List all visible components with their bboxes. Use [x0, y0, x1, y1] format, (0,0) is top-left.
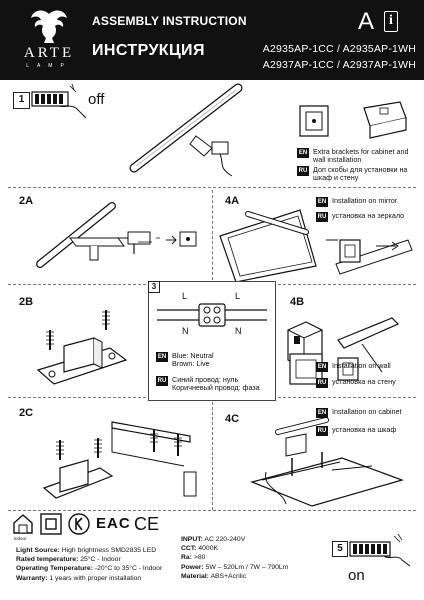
divider-3-left [8, 397, 146, 398]
title-en: ASSEMBLY INSTRUCTION [92, 14, 247, 28]
step-4a-label: 4A [225, 195, 240, 207]
spec-material: Material: ABS+Acrilic [181, 572, 247, 580]
wall-note-en: EN Installation on wall [316, 361, 391, 372]
extra-brackets-image [299, 101, 407, 139]
logo-wordmark: ARTE [23, 45, 75, 61]
off-label: off [88, 91, 105, 108]
step-2b-label: 2B [19, 296, 34, 308]
brackets-note-en: EN Extra brackets for cabinet and wall i… [297, 147, 409, 165]
cabinet-note-ru: RU установка на шкаф [316, 425, 397, 436]
divider-4 [8, 510, 416, 511]
spec-light-source: Light Source: High brightness SMD2835 LE… [16, 547, 157, 554]
wiring-note-ru: RU Синий провод: нуль Коричневый провод:… [156, 375, 260, 393]
indoor-label: indoor [14, 536, 27, 541]
griffin-icon [31, 10, 67, 43]
wire-N-right: N [235, 326, 242, 336]
logo-subtitle: LAMP [26, 63, 72, 69]
mirror-note-ru: RU установка на зеркало [316, 211, 405, 222]
divider-2-right [278, 284, 416, 285]
step-4b-label: 4B [290, 296, 305, 308]
wiring-box: 3 L L N N EN Blue: Neutral Brown: Live R… [148, 281, 276, 401]
divider-3-right [278, 397, 416, 398]
wiring-note-en: EN Blue: Neutral Brown: Live [156, 351, 214, 369]
step-2a-image [36, 202, 197, 268]
indoor-icon [13, 514, 33, 534]
spec-rated-temp: Rated temperature: 25°C - Indoor [16, 556, 121, 564]
divider-2-left [8, 284, 146, 285]
spec-operating-temp: Operating Temperature: -20°C to 35°C - I… [16, 565, 163, 573]
wire-L-left: L [182, 291, 188, 301]
lang-badge-ru: RU [297, 166, 309, 176]
step-2a-label: 2A [19, 195, 34, 207]
k-certification-icon [68, 513, 90, 535]
specs-right: INPUT: AC 220-240V CCT: 4000K Ra: >80 Po… [181, 535, 288, 581]
arte-logo: ARTE LAMP [14, 8, 84, 74]
eac-icon: EAC [96, 515, 131, 532]
divider-1 [8, 187, 416, 188]
wire-L-right: L [235, 291, 241, 301]
step-3-number: 3 [148, 281, 160, 293]
header: ARTE LAMP ASSEMBLY INSTRUCTION ИНСТРУКЦИ… [0, 0, 424, 80]
lamp-overview-image [129, 83, 243, 177]
spec-input: INPUT: AC 220-240V [181, 536, 246, 543]
step-2c-label: 2C [19, 407, 34, 419]
brackets-note-ru: RU Доп скобы для установки на шкаф и сте… [297, 165, 408, 183]
info-icon: i [384, 11, 398, 32]
class-ii-icon [40, 513, 62, 535]
model-line-1: A2935AP-1CC / A2935AP-1WH [262, 43, 416, 55]
version-letter: A [358, 8, 375, 35]
step-4c-cabinet-image [250, 417, 404, 507]
step-2c-cabinet-image [42, 421, 197, 499]
switch-off-icon [31, 83, 87, 119]
spec-warranty: Warranty: 1 years with proper installati… [16, 574, 142, 582]
switch-on-icon [349, 533, 411, 567]
title-ru: ИНСТРУКЦИЯ [92, 42, 205, 59]
step-1-number: 1 [13, 92, 30, 109]
wire-N-left: N [182, 326, 189, 336]
ce-icon: CE [134, 514, 160, 534]
mirror-note-en: EN Installation on mirror [316, 196, 398, 207]
step-4c-label: 4C [225, 413, 240, 425]
on-label: on [348, 567, 365, 584]
step-2b-wall-bracket-image [36, 310, 128, 385]
step-4a-mirror-image [219, 209, 413, 283]
model-line-2: A2937AP-1CC / A2937AP-1WH [262, 59, 416, 71]
divider-v-top [212, 190, 213, 280]
lang-badge-en: EN [297, 148, 309, 158]
cabinet-note-en: EN Installation on cabinet [316, 407, 402, 418]
divider-v-bottom [212, 402, 213, 510]
terminal-block-icon [157, 303, 267, 327]
wall-note-ru: RU установка на стену [316, 377, 396, 388]
step-4b-wall-image [287, 317, 400, 385]
spec-ra: Ra: >80 [181, 554, 206, 562]
step-5-number: 5 [332, 541, 348, 557]
specs-left: Light Source: High brightness SMD2835 LE… [16, 546, 162, 583]
spec-cct: CCT: 4000K [181, 545, 219, 553]
spec-power: Power: 5W – 520Lm / 7W – 790Lm [181, 563, 289, 571]
